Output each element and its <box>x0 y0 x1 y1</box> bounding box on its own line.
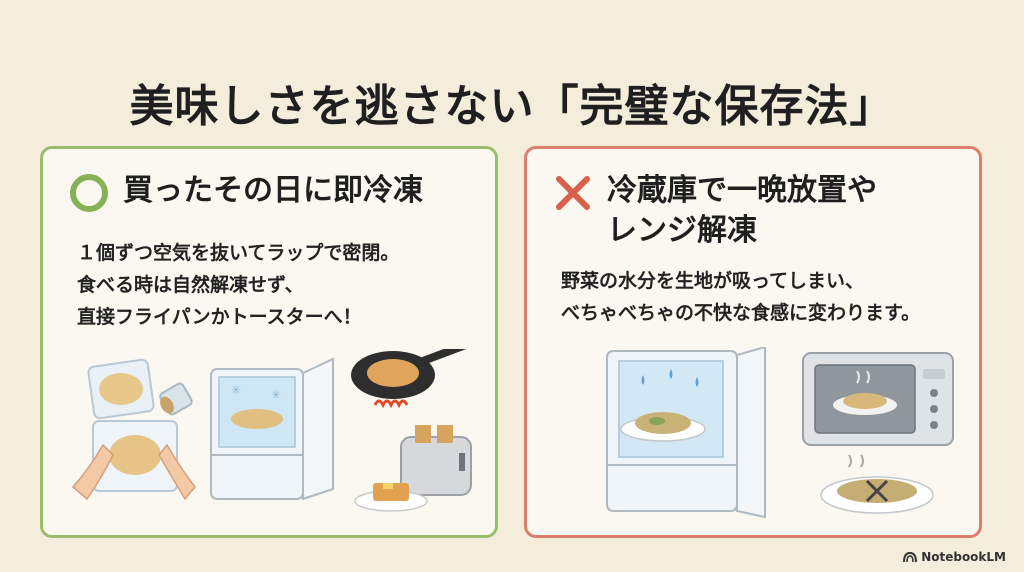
circle-icon <box>70 174 108 212</box>
toaster-icon <box>354 425 472 512</box>
svg-text:✳: ✳ <box>231 383 241 397</box>
wrapped-bun-icon <box>87 358 155 420</box>
bad-method-card: 冷蔵庫で一晩放置や レンジ解凍 野菜の水分を生地が吸ってしまい、 べちゃべちゃの… <box>524 146 982 538</box>
good-card-header: 買ったその日に即冷凍 <box>67 171 423 215</box>
bad-card-line: べちゃべちゃの不快な食感に変わります。 <box>561 302 921 324</box>
page-title: 美味しさを逃さない「完璧な保存法」 <box>129 81 895 132</box>
good-storage-illustration: ✳ ✳ <box>71 349 472 512</box>
soggy-dish-icon <box>820 454 934 514</box>
hands-wrapping-icon <box>71 420 196 501</box>
freezer-icon: ✳ ✳ <box>210 357 334 501</box>
cross-icon <box>556 176 590 210</box>
bad-card-text: 野菜の水分を生地が吸ってしまい、 べちゃべちゃの不快な食感に変わります。 <box>561 265 920 329</box>
brand-watermark: NotebookLM <box>903 550 1006 564</box>
wrap-roll-icon <box>159 382 193 416</box>
good-method-card: 買ったその日に即冷凍 １個ずつ空気を抜いてラップで密閉。 食べる時は自然解凍せず… <box>40 146 498 538</box>
brand-label: NotebookLM <box>921 550 1006 564</box>
refrigerator-icon <box>606 347 766 519</box>
bad-storage-illustration <box>606 347 954 519</box>
good-card-text: １個ずつ空気を抜いてラップで密閉。 食べる時は自然解凍せず、 直接フライパンかト… <box>77 237 399 333</box>
svg-text:✳: ✳ <box>271 388 281 402</box>
good-card-line: １個ずつ空気を抜いてラップで密閉。 <box>77 242 400 264</box>
good-card-line: 食べる時は自然解凍せず、 <box>77 274 304 296</box>
bad-card-header: 冷蔵庫で一晩放置や レンジ解凍 <box>551 171 877 251</box>
bad-card-line: 野菜の水分を生地が吸ってしまい、 <box>561 270 865 292</box>
bad-card-heading-line: 冷蔵庫で一晩放置や <box>607 173 877 208</box>
microwave-icon <box>802 352 954 446</box>
notebooklm-logo-icon <box>903 551 918 563</box>
bad-card-heading-line: レンジ解凍 <box>607 213 757 248</box>
good-card-heading: 買ったその日に即冷凍 <box>123 173 423 208</box>
frying-pan-icon <box>351 349 467 409</box>
good-card-line: 直接フライパンかトースターへ！ <box>77 306 362 328</box>
